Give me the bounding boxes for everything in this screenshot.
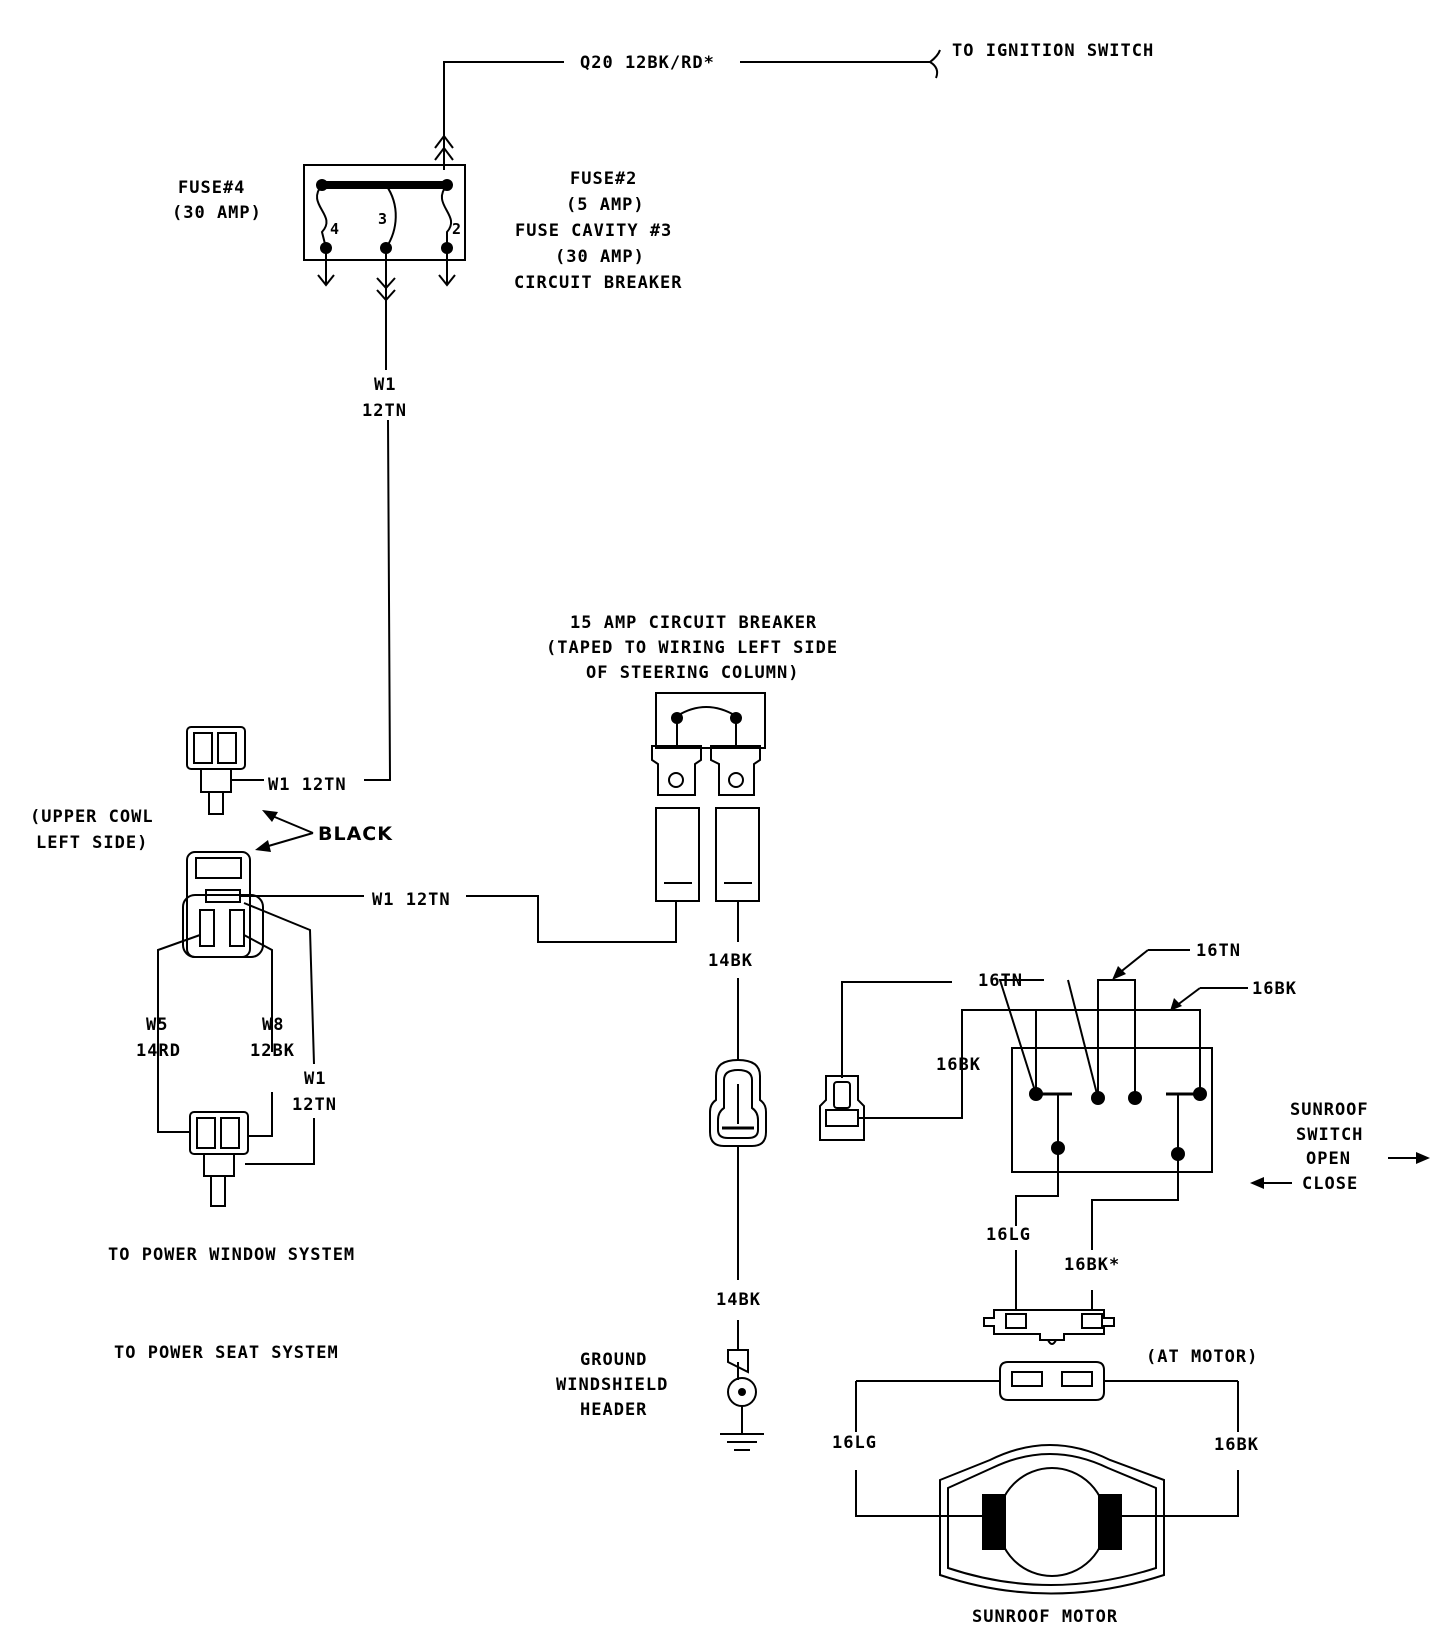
power-connector	[157, 851, 677, 1165]
w1-12tn-label-1: W1 12TN	[268, 775, 347, 795]
pin2-label: 2	[452, 220, 462, 238]
sunroof-switch	[998, 949, 1430, 1310]
fuse-block	[303, 164, 466, 330]
switch-side-connector	[819, 981, 1036, 1141]
w5-label: W5	[146, 1015, 168, 1035]
16bk-label-2: 16BK	[936, 1055, 981, 1075]
lower-connector	[189, 1111, 249, 1207]
black-arrows	[255, 810, 314, 852]
w1-c-gauge-label: 12TN	[292, 1095, 337, 1115]
open-label: OPEN	[1306, 1149, 1351, 1169]
circuit-breaker-label: CIRCUIT BREAKER	[514, 273, 683, 293]
w1-12tn-label-2: W1 12TN	[372, 890, 451, 910]
motor-connector-a	[983, 1309, 1115, 1345]
cb15-title: 15 AMP CIRCUIT BREAKER	[570, 613, 817, 633]
sunroof-motor-label: SUNROOF MOTOR	[972, 1607, 1118, 1627]
fuse-cavity-label: FUSE CAVITY #3	[515, 221, 672, 241]
upper-cowl-connector	[186, 726, 264, 815]
close-label: CLOSE	[1302, 1174, 1358, 1194]
power-seat-label: TO POWER SEAT SYSTEM	[114, 1343, 339, 1363]
16tn-label-1: 16TN	[1196, 941, 1241, 961]
fuse2-amp-label: (5 AMP)	[566, 195, 645, 215]
sunroof-switch-label: SUNROOF	[1290, 1100, 1369, 1120]
14bk-label-1: 14BK	[708, 951, 753, 971]
w1-c-label: W1	[304, 1069, 326, 1089]
w8-label: W8	[262, 1015, 284, 1035]
header-label: HEADER	[580, 1400, 647, 1420]
16bk-label-1: 16BK	[1252, 979, 1297, 999]
inline-connector-14bk	[709, 1058, 767, 1350]
ignition-label: TO IGNITION SWITCH	[952, 41, 1154, 61]
upper-cowl-label: (UPPER COWL	[30, 807, 154, 827]
switch-label: SWITCH	[1296, 1125, 1363, 1145]
motor-connector-b	[856, 1361, 1238, 1401]
cavity-amp-label: (30 AMP)	[555, 247, 645, 267]
circuit-breaker-15a	[651, 692, 766, 1060]
w1-label: W1	[374, 375, 396, 395]
14bk-label-2: 14BK	[716, 1290, 761, 1310]
power-window-label: TO POWER WINDOW SYSTEM	[108, 1245, 355, 1265]
at-motor-label: (AT MOTOR)	[1146, 1347, 1258, 1367]
windshield-label: WINDSHIELD	[556, 1375, 668, 1395]
fuse4-amp-label: (30 AMP)	[172, 203, 262, 223]
16tn-label-2: 16TN	[978, 971, 1023, 991]
w5-gauge-label: 14RD	[136, 1041, 181, 1061]
ground-label: GROUND	[580, 1350, 647, 1370]
16bk-star-label: 16BK*	[1064, 1255, 1120, 1275]
fuse2-label: FUSE#2	[570, 169, 637, 189]
pin4-label: 4	[330, 220, 340, 238]
pin3-label: 3	[378, 210, 388, 228]
w1-gauge-label: 12TN	[362, 401, 407, 421]
cb15-note-2: OF STEERING COLUMN)	[586, 663, 799, 683]
cb15-note-1: (TAPED TO WIRING LEFT SIDE	[546, 638, 838, 658]
w8-gauge-label: 12BK	[250, 1041, 295, 1061]
fuse4-label: FUSE#4	[178, 178, 245, 198]
16lg-label-2: 16LG	[832, 1433, 877, 1453]
q20-label: Q20 12BK/RD*	[580, 53, 715, 73]
ground-symbol	[720, 1349, 764, 1451]
black-label: BLACK	[318, 823, 393, 845]
16lg-label-1: 16LG	[986, 1225, 1031, 1245]
q20-wire	[434, 49, 941, 170]
16bk-label-3: 16BK	[1214, 1435, 1259, 1455]
left-side-label: LEFT SIDE)	[36, 833, 148, 853]
sunroof-motor	[855, 1381, 1239, 1595]
